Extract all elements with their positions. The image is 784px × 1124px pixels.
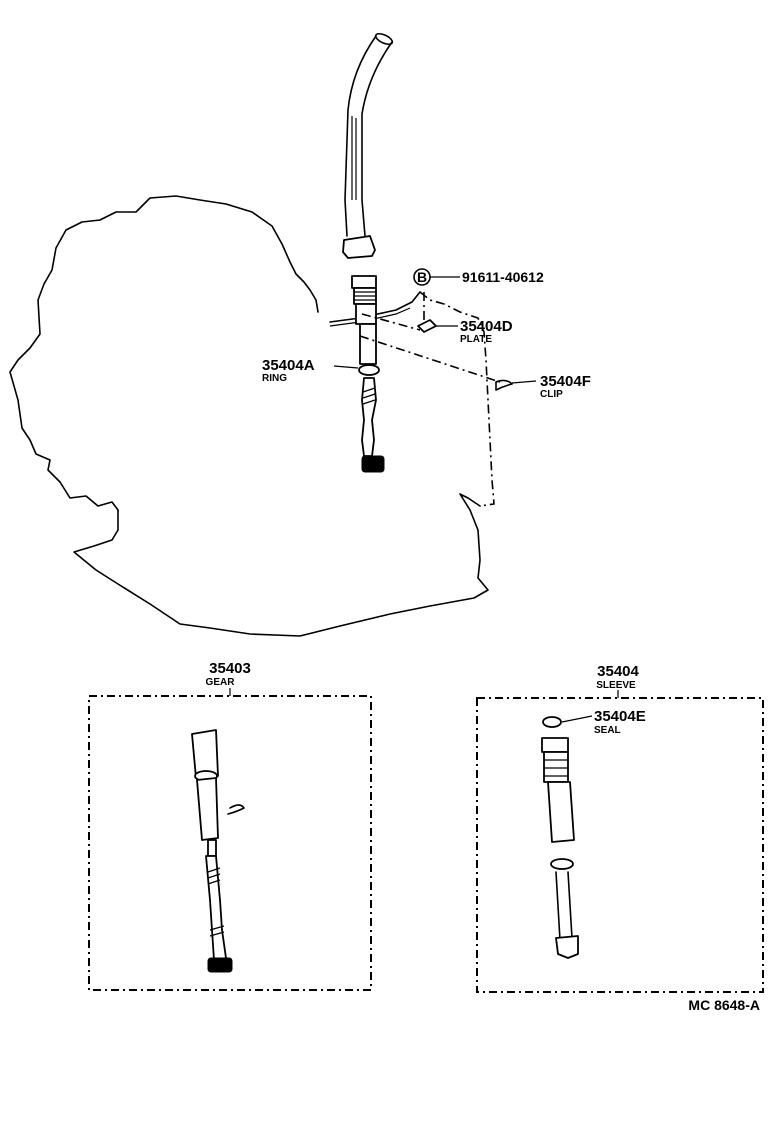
bolt-symbol: B <box>417 269 427 285</box>
installed-sleeve-assembly <box>351 275 501 473</box>
diagram-code: MC 8648-A <box>688 997 760 1013</box>
seal-part-number: 35404E <box>594 708 646 725</box>
ring-part-name: RING <box>262 373 287 384</box>
plate-part-number: 35404D <box>460 318 513 335</box>
speedometer-cable <box>342 32 394 259</box>
gear-part-drawing <box>191 729 245 973</box>
sleeve-part-drawing <box>541 716 579 959</box>
sleeve-part-number: 35404 <box>597 663 639 680</box>
bolt-part-number: 91611-40612 <box>462 269 544 285</box>
clip-part-number: 35404F <box>540 373 591 390</box>
gear-part-number: 35403 <box>209 660 251 677</box>
plate-part-name: PLATE <box>460 334 492 345</box>
transmission-case-outline <box>9 195 495 637</box>
bolt-symbol-circle <box>413 268 431 286</box>
sleeve-detail-box: 35404 SLEEVE 35404E SEAL <box>476 663 764 993</box>
callout-ring: 35404A RING <box>262 357 315 384</box>
gear-detail-box: 35403 GEAR <box>88 660 372 991</box>
sleeve-part-name: SLEEVE <box>596 680 636 691</box>
callout-plate: 35404D PLATE <box>460 318 513 345</box>
seal-part-name: SEAL <box>594 725 621 736</box>
callout-bolt: B 91611-40612 <box>413 268 544 286</box>
gear-part-name: GEAR <box>206 677 236 688</box>
ring-part-number: 35404A <box>262 357 315 374</box>
clip-part-name: CLIP <box>540 389 563 400</box>
callout-clip: 35404F CLIP <box>540 373 591 400</box>
leader-lines <box>229 276 619 723</box>
